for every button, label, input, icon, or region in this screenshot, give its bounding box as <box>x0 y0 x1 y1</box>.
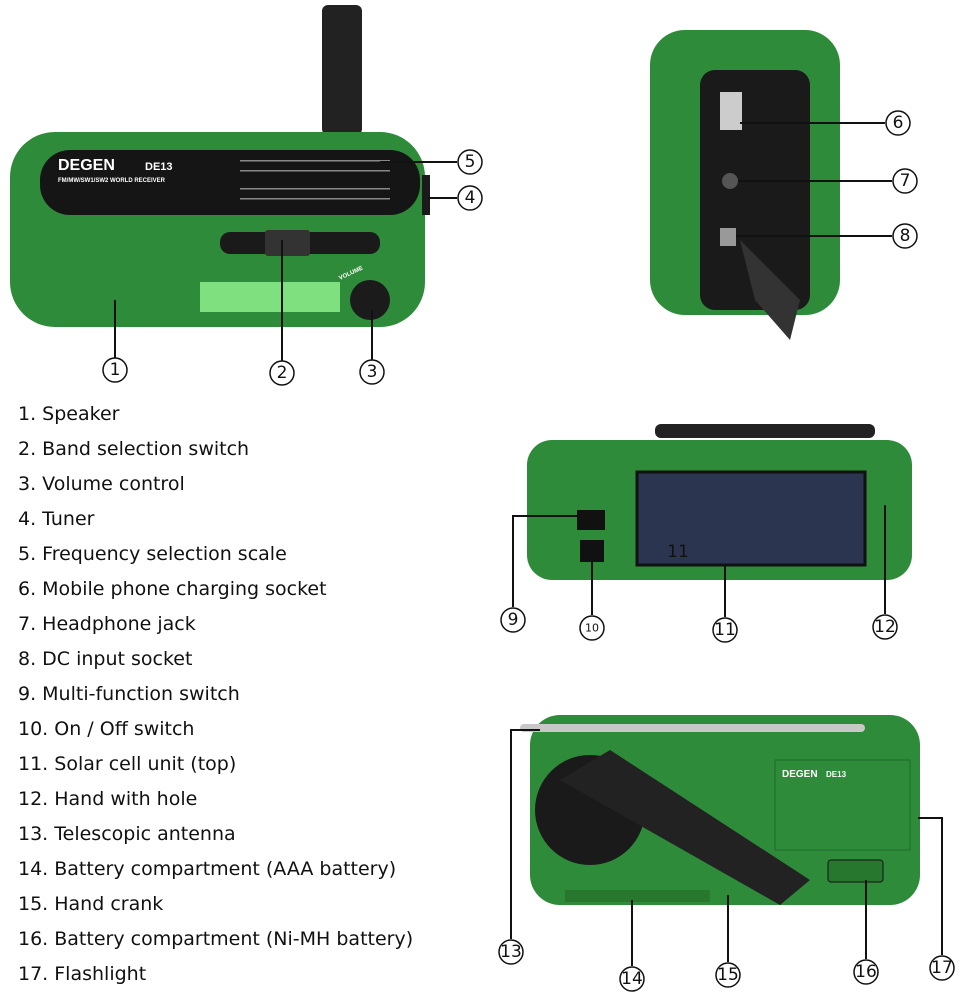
solar-label: 11 <box>667 542 689 562</box>
svg-text:DE13: DE13 <box>826 770 847 779</box>
brand-logo: DEGEN <box>58 157 115 174</box>
info-label <box>774 759 911 851</box>
callout-6: 6 <box>893 113 904 133</box>
legend-item: 2. Band selection switch <box>18 438 250 460</box>
legend-item: 7. Headphone jack <box>18 613 196 635</box>
callout-1: 1 <box>110 360 121 380</box>
callout-3: 3 <box>367 362 378 382</box>
legend-item: 12. Hand with hole <box>18 788 198 810</box>
callout-numbers <box>102 110 955 992</box>
model-label: DE13 <box>145 161 173 173</box>
callout-5: 5 <box>465 152 476 172</box>
callout-11: 11 <box>714 620 736 640</box>
callout-9: 9 <box>508 610 519 630</box>
multi-function-switch <box>577 510 605 530</box>
side-view <box>650 30 840 340</box>
solar-panel <box>635 470 867 567</box>
legend-item: 6. Mobile phone charging socket <box>18 578 327 600</box>
callout-13: 13 <box>500 942 522 962</box>
callout-2: 2 <box>277 363 288 383</box>
callout-17: 17 <box>931 958 953 978</box>
on-off-switch <box>580 540 604 562</box>
svg-text:DEGEN: DEGEN <box>782 769 818 780</box>
headphone-jack <box>722 173 738 189</box>
legend-item: 14. Battery compartment (AAA battery) <box>18 858 397 880</box>
nimh-battery-compartment <box>827 859 884 883</box>
legend-item: 17. Flashlight <box>18 963 147 985</box>
scale-marks <box>240 160 390 200</box>
hand-crank <box>560 750 810 905</box>
volume-knob <box>350 280 390 320</box>
legend-item: 3. Volume control <box>18 473 185 495</box>
callout-14: 14 <box>621 969 643 989</box>
top-view: 11 <box>527 424 912 580</box>
parts-legend: 1. Speaker 2. Band selection switch 3. V… <box>18 402 413 997</box>
legend-item: 15. Hand crank <box>18 893 164 915</box>
receiver-subtitle: FM/MW/SW1/SW2 WORLD RECEIVER <box>58 178 166 184</box>
legend-item: 1. Speaker <box>18 403 120 425</box>
telescopic-antenna <box>520 724 865 732</box>
legend-item: 5. Frequency selection scale <box>18 543 287 565</box>
tuner-wheel <box>422 175 430 215</box>
legend-item: 13. Telescopic antenna <box>18 823 236 845</box>
sticker <box>200 282 340 312</box>
hand-crank-front <box>322 5 362 135</box>
dc-socket <box>720 228 736 246</box>
callout-12: 12 <box>874 617 896 637</box>
legend-item: 8. DC input socket <box>18 648 193 670</box>
front-view: DEGEN DE13 FM/MW/SW1/SW2 WORLD RECEIVER … <box>10 5 430 327</box>
usb-socket <box>720 92 742 130</box>
back-view: DEGEN DE13 <box>520 715 920 905</box>
leader-lines <box>114 122 943 966</box>
callout-labels: 1 2 3 4 5 6 7 8 9 10 11 12 13 14 15 16 1… <box>110 113 953 989</box>
side-strap <box>740 240 800 340</box>
callout-4: 4 <box>465 188 476 208</box>
legend-item: 9. Multi-function switch <box>18 683 240 705</box>
callout-10: 10 <box>585 622 599 635</box>
legend-item: 4. Tuner <box>18 508 95 530</box>
callout-15: 15 <box>717 965 739 985</box>
aaa-battery-compartment <box>565 890 710 902</box>
callout-8: 8 <box>900 226 911 246</box>
legend-item: 11. Solar cell unit (top) <box>18 753 237 775</box>
callout-16: 16 <box>855 962 877 982</box>
legend-item: 16. Battery compartment (Ni-MH battery) <box>18 928 414 950</box>
callout-7: 7 <box>900 171 911 191</box>
legend-item: 10. On / Off switch <box>18 718 195 740</box>
